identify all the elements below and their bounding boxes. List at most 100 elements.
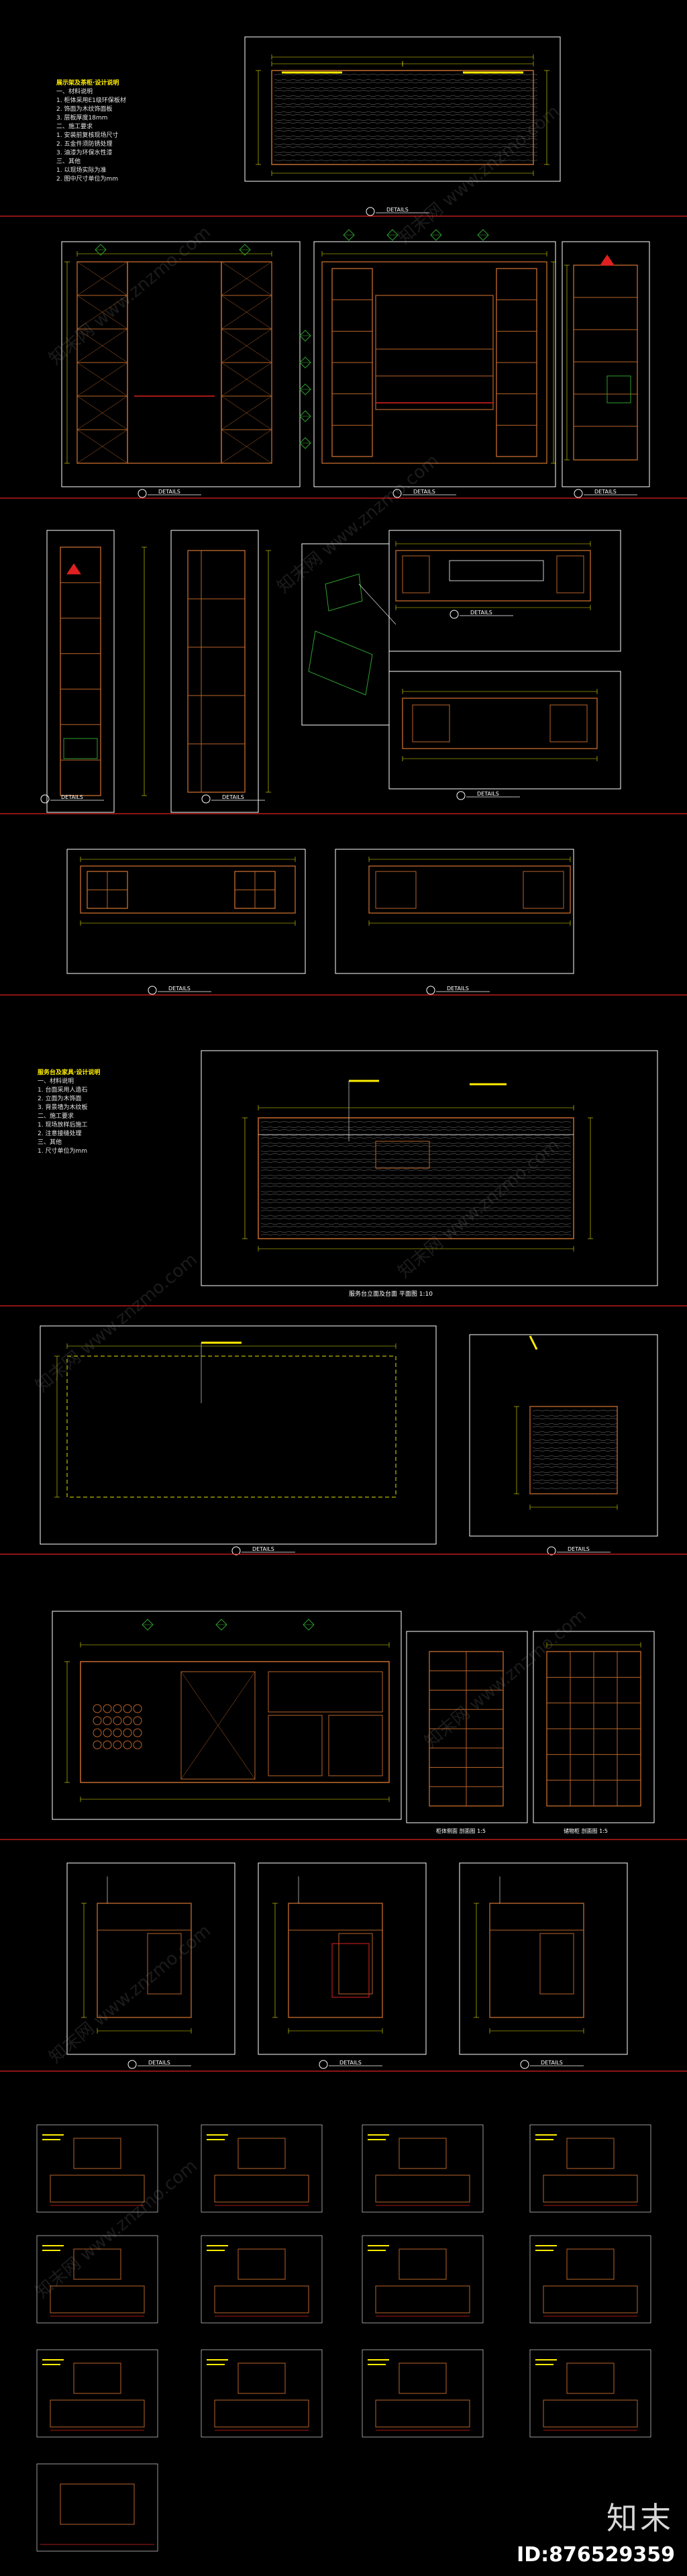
thumbnail-cabinet — [543, 2285, 638, 2313]
wine-bottle-slot — [133, 1704, 142, 1713]
note-1-item: 2. 五金件须防锈处理 — [56, 141, 113, 148]
wood-grain-hatch — [274, 146, 538, 148]
tv-niche — [375, 295, 494, 410]
bar-counter — [80, 1661, 390, 1783]
wood-grain-hatch — [532, 1410, 618, 1412]
note-2-item: 3. 背景墙为木纹板 — [38, 1104, 88, 1111]
note-2-item: 1. 现场放样后施工 — [38, 1122, 88, 1129]
wood-grain-hatch — [532, 1474, 618, 1476]
door-swing-line — [76, 328, 128, 363]
sheet-frame — [52, 1611, 402, 1820]
thumbnail-sheet — [201, 2235, 323, 2324]
desk-plan — [80, 865, 296, 914]
thumbnail-sheet — [529, 2349, 651, 2438]
wood-grain-hatch — [274, 122, 538, 124]
door-swing-line — [221, 328, 272, 363]
cabinet-section — [489, 1903, 584, 2018]
wood-grain-hatch — [260, 1126, 572, 1128]
thumbnail-cabinet — [214, 2175, 309, 2203]
section-marker-icon — [303, 1619, 315, 1631]
wood-grain-hatch — [532, 1423, 618, 1425]
wood-grain-hatch — [274, 130, 538, 132]
thumbnail-sheet — [362, 2235, 484, 2324]
thumbnail-cabinet — [60, 2483, 135, 2525]
note-1-item: 一、材料说明 — [56, 89, 93, 95]
wood-grain-hatch — [260, 1178, 572, 1180]
door-swing-line — [221, 362, 272, 397]
wood-grain-hatch — [260, 1206, 572, 1208]
detail-marker-icon — [201, 794, 211, 804]
wine-bottle-slot — [113, 1728, 122, 1737]
wood-grain-hatch — [274, 119, 538, 121]
section-mark-icon — [600, 254, 615, 266]
sheet-frame — [562, 241, 650, 487]
counter-section — [529, 1406, 618, 1494]
wine-bottle-slot — [93, 1716, 102, 1725]
detail-marker-icon — [148, 986, 157, 995]
wood-grain-hatch — [260, 1198, 572, 1200]
thumbnail-cabinet — [566, 2248, 615, 2280]
detail-marker-icon — [456, 791, 466, 800]
wood-grain-hatch — [260, 1218, 572, 1220]
cabinet-section — [97, 1903, 192, 2018]
thumbnail-cabinet — [566, 2138, 615, 2169]
drawer-bank — [268, 1671, 383, 1713]
section-marker-icon — [343, 229, 355, 241]
note-2-item: 2. 立面为木饰面 — [38, 1096, 82, 1102]
thumbnail-sheet — [36, 2124, 158, 2213]
wood-grain-hatch — [274, 98, 538, 100]
reception-counter — [258, 1117, 574, 1239]
detail-label: DETAILS — [447, 986, 469, 992]
sheet-frame — [533, 1631, 655, 1823]
detail-label: DETAILS — [470, 610, 492, 616]
sheet-frame — [170, 530, 259, 813]
note-1-item: 三、其他 — [56, 158, 81, 165]
wood-grain-hatch — [260, 1161, 572, 1163]
section-marker-icon — [239, 244, 251, 256]
wood-grain-hatch — [532, 1426, 618, 1428]
section-marker-icon — [142, 1619, 154, 1631]
note-1-item: 2. 图中尺寸单位为mm — [56, 176, 118, 183]
wood-grain-hatch — [260, 1153, 572, 1155]
detail-label: DETAILS — [168, 986, 191, 992]
wood-grain-hatch — [274, 151, 538, 153]
wood-grain-hatch — [260, 1145, 572, 1147]
wine-bottle-slot — [113, 1716, 122, 1725]
wine-bottle-slot — [93, 1740, 102, 1750]
detail-marker-icon — [40, 794, 50, 804]
brand-logo-text: 知末 — [606, 2500, 674, 2536]
equipment-box — [606, 375, 631, 403]
door-swing-line — [76, 362, 128, 397]
wood-grain-hatch — [532, 1447, 618, 1449]
cabinet-drawer — [147, 1933, 182, 1995]
sheet-frame — [201, 1050, 658, 1286]
wood-grain-hatch — [260, 1170, 572, 1172]
wood-grain-hatch — [260, 1129, 572, 1131]
notes-title-2: 服务台及家具·设计说明 — [38, 1069, 101, 1076]
thumbnail-cabinet — [399, 2248, 447, 2280]
door-swing-line — [76, 395, 128, 430]
drawer-green — [63, 738, 98, 759]
wood-grain-hatch — [260, 1121, 572, 1123]
thumbnail-cabinet — [543, 2175, 638, 2203]
desk-end — [523, 871, 564, 909]
section-marker-icon — [299, 437, 311, 449]
wood-grain-hatch — [532, 1418, 618, 1420]
wood-grain-hatch — [260, 1174, 572, 1176]
note-1-item: 1. 以现场实际为准 — [56, 167, 107, 174]
sheet-frame — [459, 1862, 628, 2055]
notes-title-1: 展示架及茶柜·设计说明 — [56, 80, 119, 87]
wood-grain-hatch — [274, 95, 538, 97]
section-marker-icon — [299, 356, 311, 369]
thumbnail-cabinet — [214, 2285, 309, 2313]
wood-grain-hatch — [532, 1487, 618, 1489]
sheet-frame — [61, 241, 301, 487]
note-1-item: 1. 安装前复核现场尺寸 — [56, 132, 119, 139]
thumbnail-cabinet — [73, 2138, 121, 2169]
wood-grain-hatch — [532, 1482, 618, 1484]
detail-marker-icon — [547, 1546, 556, 1556]
note-1-item: 3. 油漆为环保水性漆 — [56, 150, 113, 156]
wood-grain-hatch — [274, 90, 538, 92]
